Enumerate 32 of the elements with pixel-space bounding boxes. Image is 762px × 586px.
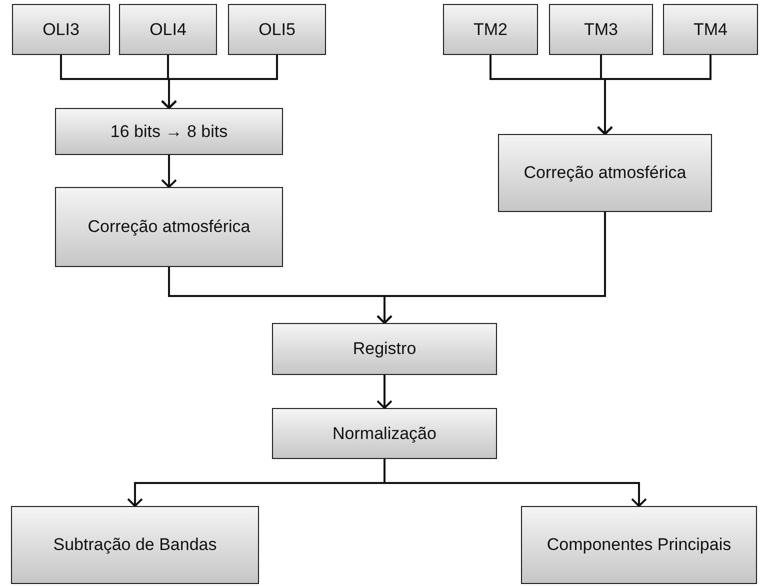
process-box [119,4,217,55]
box-label: TM2 [474,18,508,40]
box-label: Normalização [332,422,436,444]
box-label: TM3 [584,18,618,40]
process-box [11,506,259,584]
process-box [12,4,110,55]
box-label: OLI5 [258,18,296,40]
process-box [549,4,653,55]
box-label: Correção atmosférica [524,162,686,184]
box-label: OLI4 [150,18,186,40]
box-label: Registro [352,338,416,360]
arrow [376,212,606,324]
process-box [55,108,283,155]
arrow [161,155,177,188]
box-label: 16 bits → 8 bits [110,120,228,142]
box-label: Componentes Principais [546,534,732,556]
process-box [55,187,283,267]
process-box [521,506,757,584]
process-box [443,4,538,55]
process-box [228,4,326,55]
process-box [272,408,497,459]
process-box [498,134,712,212]
box-label: Subtração de Bandas [53,534,217,556]
process-box [663,4,758,55]
arrow [161,55,278,109]
box-label: OLI3 [42,18,80,40]
arrow [376,375,392,409]
arrow [597,55,712,135]
box-label: TM4 [694,18,728,40]
box-label: Correção atmosférica [88,216,250,238]
process-box [272,323,497,375]
arrow [384,459,647,507]
